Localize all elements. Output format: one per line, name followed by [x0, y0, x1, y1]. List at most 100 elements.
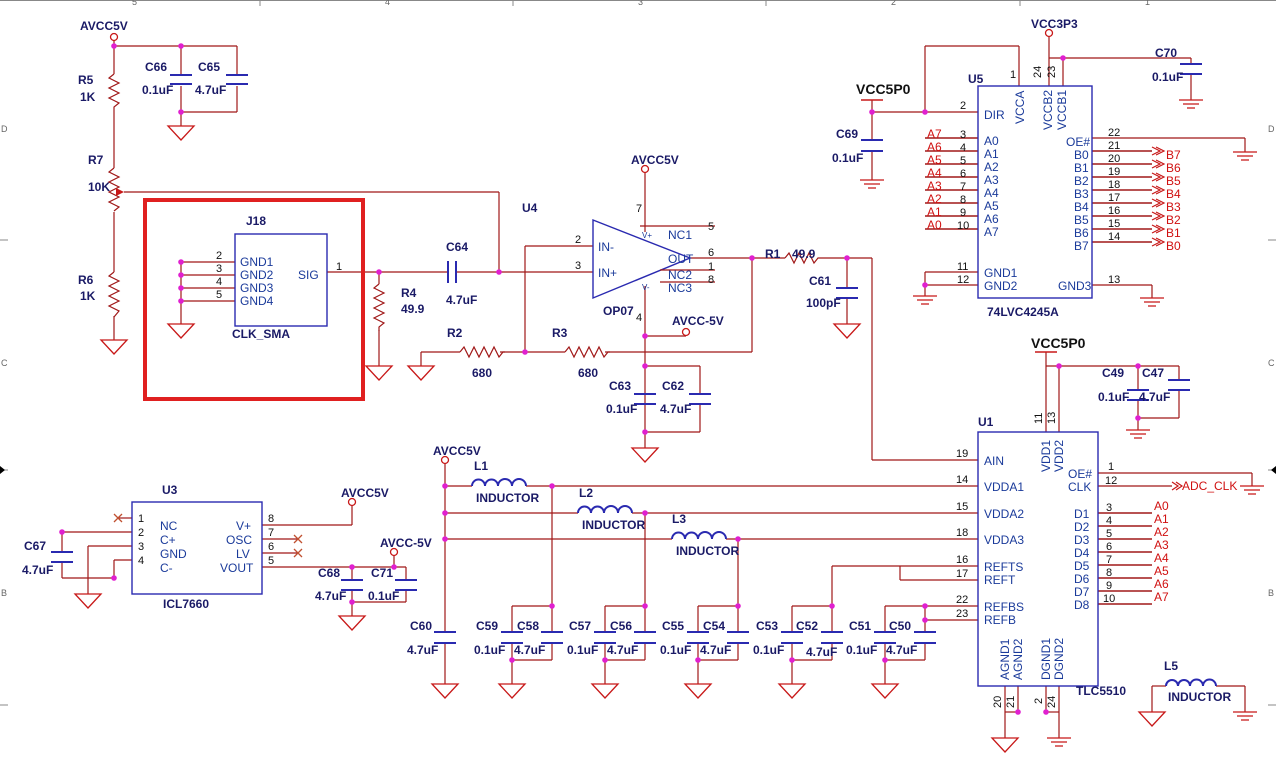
l2-ref: L2 — [579, 486, 593, 500]
frame-row-c-right: C — [1268, 358, 1275, 368]
u4-pin-num-8: 8 — [708, 274, 714, 286]
u3-pin-num: 4 — [138, 555, 144, 567]
u1-pin-num-24: 24 — [1046, 696, 1058, 708]
frame-marker-right — [1271, 466, 1276, 474]
r6-value: 1K — [80, 289, 96, 303]
u5-pin-num-1: 1 — [1010, 69, 1016, 81]
u5-a-net: A4 — [927, 166, 942, 180]
u1-d-pin: D6 — [1074, 572, 1090, 586]
c59-ref: C59 — [476, 619, 498, 633]
u3-pin-num: 8 — [268, 513, 274, 525]
cap-c59 — [501, 631, 523, 644]
u5-a-pin: A0 — [984, 134, 999, 148]
net-vcc5p0-u5: VCC5P0 — [856, 81, 911, 97]
cap-c66 — [170, 74, 192, 85]
u5-ref: U5 — [968, 72, 984, 86]
l5-value: INDUCTOR — [1168, 690, 1231, 704]
u1-pin-clk: CLK — [1068, 480, 1091, 494]
r3-ref: R3 — [552, 326, 568, 340]
u5-b-num: 21 — [1108, 140, 1120, 152]
c62-ref: C62 — [662, 379, 684, 393]
c55-value: 0.1uF — [660, 643, 691, 657]
cap-c49 — [1127, 389, 1149, 401]
u5-a-num: 6 — [960, 168, 966, 180]
u4-part: OP07 — [603, 304, 634, 318]
u1-d-pin: D3 — [1074, 533, 1090, 547]
cap-c69 — [861, 139, 883, 152]
net-avcc5v-opamp: AVCC5V — [631, 153, 679, 167]
j18-part: CLK_SMA — [232, 327, 290, 341]
gnd-c53 — [777, 683, 807, 699]
u1-d-net: A3 — [1154, 538, 1169, 552]
u1-d-num: 6 — [1106, 541, 1112, 553]
c62-value: 4.7uF — [660, 402, 691, 416]
c50-ref: C50 — [889, 619, 911, 633]
r1-ref: R1 — [765, 247, 781, 261]
frame-col-1: 1 — [1145, 0, 1150, 7]
gnd-r6 — [99, 339, 129, 355]
c61-ref: C61 — [809, 274, 831, 288]
c52-value: 4.7uF — [806, 645, 837, 659]
cap-c67 — [51, 551, 73, 563]
u1-pin-num-21: 21 — [1005, 696, 1017, 708]
gnd-u5-gnd3 — [1140, 297, 1164, 307]
c51-value: 0.1uF — [846, 643, 877, 657]
j18-pin-num-5: 5 — [216, 289, 222, 301]
u4-pin-num-1: 1 — [708, 261, 714, 273]
u1-pin-vdd1: VDD1 — [1039, 440, 1053, 472]
gnd-u1-oe — [1240, 485, 1264, 495]
inductor-l3 — [671, 531, 727, 540]
cap-c61 — [836, 287, 858, 299]
r1-value: 49.9 — [792, 247, 816, 261]
u4-pin-stubs — [640, 225, 715, 283]
r4-ref: R4 — [401, 286, 417, 300]
c52-ref: C52 — [796, 619, 818, 633]
u5-pin-oe: OE# — [1066, 135, 1090, 149]
u5-pin-num-24: 24 — [1032, 66, 1044, 78]
u3-pin-name: LV — [236, 547, 250, 561]
resistor-r2 — [459, 345, 505, 359]
junction-dots — [59, 43, 1141, 715]
u3-left-pins: 1 NC 2 C+ 3 GND 4 C- — [138, 513, 187, 575]
u4-pin-in-plus: IN+ — [598, 266, 617, 280]
u3-pin-name: VOUT — [220, 561, 254, 575]
u5-a-net: A7 — [927, 127, 942, 141]
u4-pin-nc1: NC1 — [668, 228, 692, 242]
frame-col-3: 3 — [638, 0, 643, 7]
power-bars — [861, 99, 1057, 353]
u1-d-pin: D8 — [1074, 598, 1090, 612]
gnd-l5 — [1137, 711, 1167, 727]
u1-pin-num: 17 — [956, 568, 968, 580]
gnd-c60 — [430, 683, 460, 699]
u1-pin-name: VDDA1 — [984, 480, 1024, 494]
u1-d-pin: D2 — [1074, 520, 1090, 534]
u5-body — [977, 85, 1093, 299]
u1-pin-num: 19 — [956, 448, 968, 460]
c68-value: 4.7uF — [315, 589, 346, 603]
cap-c54 — [727, 631, 749, 644]
u3-pin-num: 3 — [138, 541, 144, 553]
u1-pin-num: 15 — [956, 501, 968, 513]
u1-pin-dgnd1: DGND1 — [1039, 638, 1053, 680]
u5-a-num: 8 — [960, 194, 966, 206]
cap-c53 — [781, 631, 803, 644]
u5-b-net: B4 — [1166, 187, 1181, 201]
resistor-r6 — [107, 271, 121, 318]
cap-c71 — [395, 579, 417, 591]
c66-value: 0.1uF — [142, 83, 173, 97]
c66-ref: C66 — [145, 60, 167, 74]
u1-pin-name: VDDA3 — [984, 533, 1024, 547]
u1-part: TLC5510 — [1076, 684, 1126, 698]
u3-pin-num: 1 — [138, 513, 144, 525]
c47-ref: C47 — [1142, 366, 1164, 380]
u1-d-pin: D7 — [1074, 585, 1090, 599]
gnd-c49 — [1126, 429, 1150, 439]
ground-symbols — [73, 99, 1264, 753]
gnd-c66 — [166, 125, 196, 141]
u5-a-pin: A5 — [984, 199, 999, 213]
u5-a-pin: A6 — [984, 212, 999, 226]
c58-value: 4.7uF — [514, 643, 545, 657]
cap-c58 — [541, 631, 563, 644]
frame-marker-left — [0, 466, 5, 474]
